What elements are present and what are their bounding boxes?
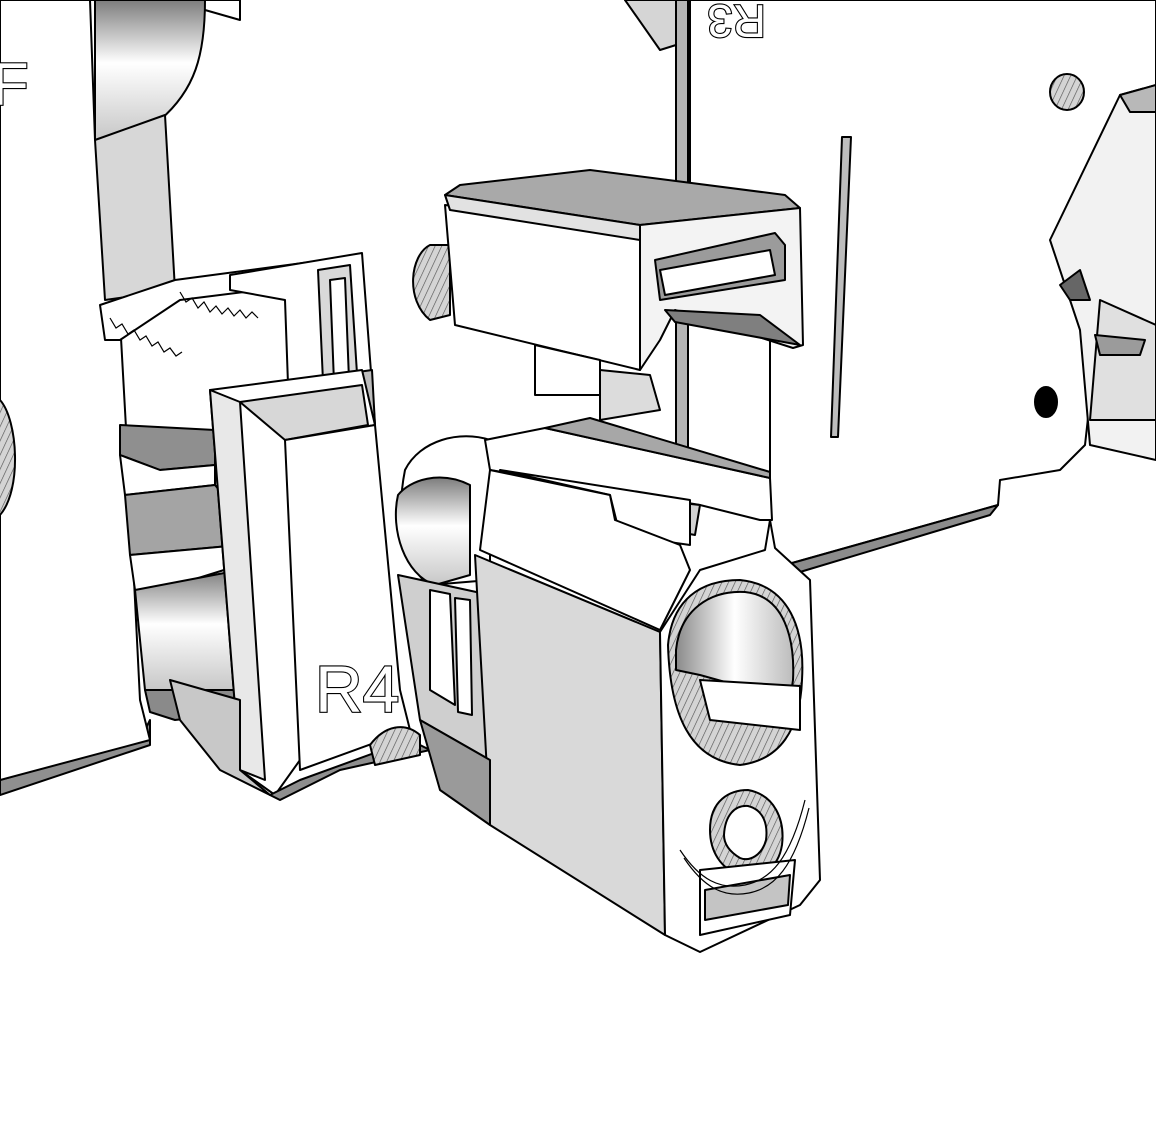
part-label-f: F bbox=[0, 51, 29, 118]
mounting-hole bbox=[1049, 73, 1085, 111]
upper-clip-block bbox=[412, 169, 804, 421]
lower-clip-body bbox=[394, 417, 821, 953]
r3-label-group: R3 bbox=[706, 0, 767, 48]
part-label-r4: R4 bbox=[315, 652, 399, 726]
mounting-hole bbox=[1034, 386, 1058, 418]
left-frame-part: F bbox=[0, 0, 341, 796]
right-block bbox=[1049, 84, 1156, 461]
part-label-r3: R3 bbox=[707, 0, 766, 47]
r4-bracket: R4 bbox=[169, 252, 431, 801]
